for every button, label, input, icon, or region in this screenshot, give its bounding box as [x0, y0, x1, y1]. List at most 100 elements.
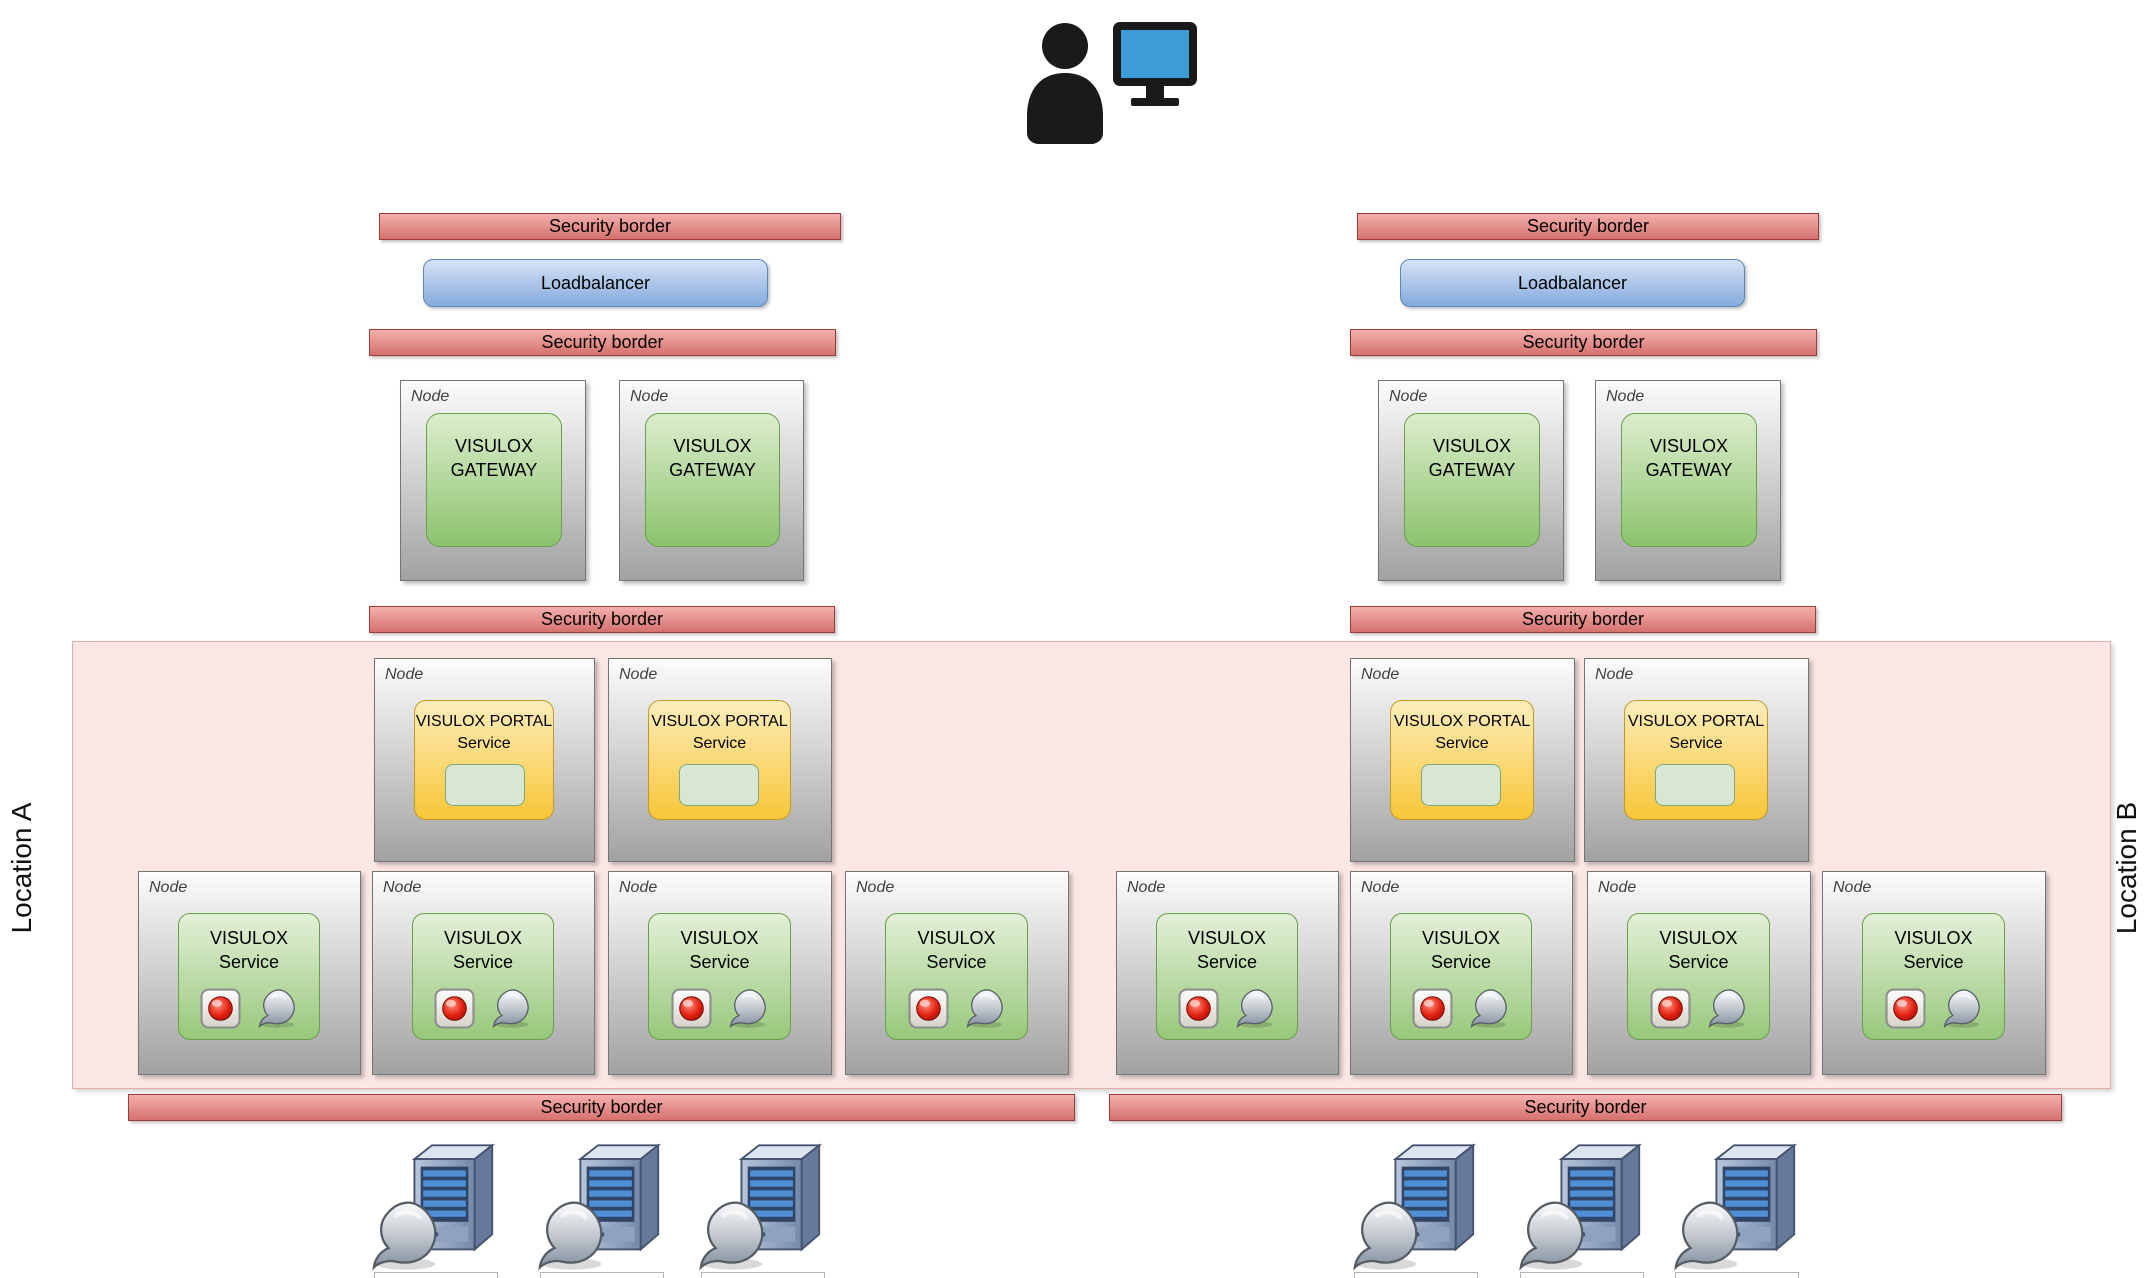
gateway-label: GATEWAY [450, 460, 538, 481]
service-icons [413, 988, 553, 1029]
security-border-label: Security border [540, 609, 664, 629]
service-icons [1863, 988, 2004, 1029]
record-button-icon [200, 988, 241, 1029]
portal-label: VISULOX PORTAL [415, 713, 553, 730]
node-portal: Node VISULOX PORTAL Service [374, 658, 595, 862]
gateway-label: VISULOX [1649, 436, 1729, 456]
service-label: Service [218, 952, 280, 973]
portal-inner-box [1421, 764, 1501, 806]
service-icons [1157, 988, 1297, 1029]
node-label: Node [383, 879, 422, 896]
security-border: Security border [1109, 1094, 2062, 1121]
record-button-icon [434, 988, 475, 1029]
visulox-service-box: VISULOX Service [412, 913, 554, 1040]
service-icons [886, 988, 1027, 1029]
record-button-icon [671, 988, 712, 1029]
node-label: Node [630, 388, 669, 405]
node-service: Node VISULOX Service [372, 871, 595, 1075]
portal-label: Service [1435, 734, 1489, 752]
visulox-portal-box: VISULOX PORTAL Service [1624, 700, 1768, 820]
security-border-label: Security border [1522, 332, 1645, 352]
visulox-service-box: VISULOX Service [885, 913, 1028, 1040]
loadbalancer-label: Loadbalancer [540, 272, 651, 293]
portal-label: VISULOX PORTAL [1627, 713, 1765, 730]
portal-inner-box [1655, 764, 1735, 806]
service-label: Service [1668, 952, 1729, 973]
cutoff-box [1520, 1272, 1644, 1278]
gateway-label: GATEWAY [669, 460, 756, 481]
visulox-gateway-box: VISULOX GATEWAY [645, 413, 780, 547]
server-icon [1350, 1139, 1481, 1277]
service-label: VISULOX [917, 928, 996, 948]
node-portal: Node VISULOX PORTAL Service [1350, 658, 1575, 862]
cutoff-box [1675, 1272, 1799, 1278]
security-border: Security border [369, 606, 835, 633]
node-gateway: Node VISULOX GATEWAY [619, 380, 804, 581]
claw-icon [965, 988, 1006, 1029]
gateway-label: VISULOX [454, 436, 534, 456]
server-icon [535, 1139, 666, 1277]
service-label: VISULOX [680, 928, 759, 948]
record-button-icon [1412, 988, 1453, 1029]
security-border: Security border [1350, 606, 1816, 633]
service-label: Service [1903, 952, 1964, 973]
record-button-icon [1650, 988, 1691, 1029]
node-label: Node [1833, 879, 1872, 896]
service-label: Service [452, 952, 514, 973]
portal-inner-box [679, 764, 759, 806]
security-border-label: Security border [1524, 1097, 1647, 1117]
node-label: Node [1389, 388, 1428, 405]
node-service: Node VISULOX Service [1587, 871, 1811, 1075]
node-label: Node [411, 388, 450, 405]
location-b-label: Location B [2105, 788, 2149, 948]
claw-icon [1942, 988, 1983, 1029]
visulox-service-box: VISULOX Service [1390, 913, 1532, 1040]
node-gateway: Node VISULOX GATEWAY [400, 380, 586, 581]
service-label: VISULOX [1187, 928, 1267, 948]
node-label: Node [1127, 879, 1166, 896]
cutoff-box [540, 1272, 664, 1278]
security-border: Security border [1350, 329, 1817, 356]
service-icons [649, 988, 790, 1029]
node-gateway: Node VISULOX GATEWAY [1595, 380, 1781, 581]
service-label: VISULOX [209, 928, 289, 948]
server-icon [369, 1139, 500, 1277]
node-label: Node [385, 666, 424, 683]
portal-label: Service [692, 734, 747, 752]
node-label: Node [1598, 879, 1637, 896]
service-label: VISULOX [1659, 928, 1738, 948]
security-border-label: Security border [541, 332, 664, 352]
service-label: Service [1196, 952, 1258, 973]
visulox-portal-box: VISULOX PORTAL Service [1390, 700, 1534, 820]
gateway-label: GATEWAY [1645, 460, 1733, 481]
node-portal: Node VISULOX PORTAL Service [1584, 658, 1809, 862]
security-border-label: Security border [540, 1097, 663, 1117]
loadbalancer: Loadbalancer [423, 259, 768, 307]
visulox-service-box: VISULOX Service [1862, 913, 2005, 1040]
claw-icon [1469, 988, 1510, 1029]
user-workstation-icon [1018, 16, 1203, 144]
server-icon [1671, 1139, 1802, 1277]
service-label: Service [926, 952, 987, 973]
service-icons [1391, 988, 1531, 1029]
location-a-label: Location A [0, 788, 44, 948]
node-label: Node [1595, 666, 1634, 683]
security-border: Security border [128, 1094, 1075, 1121]
service-label: Service [1430, 952, 1492, 973]
location-a-text: Location A [6, 802, 37, 934]
gateway-label: VISULOX [673, 436, 752, 456]
security-border-label: Security border [1526, 216, 1650, 236]
cutoff-box [1354, 1272, 1478, 1278]
node-service: Node VISULOX Service [1822, 871, 2046, 1075]
claw-icon [728, 988, 769, 1029]
claw-icon [491, 988, 532, 1029]
visulox-portal-box: VISULOX PORTAL Service [648, 700, 791, 820]
loadbalancer-label: Loadbalancer [1517, 272, 1628, 293]
record-button-icon [908, 988, 949, 1029]
node-service: Node VISULOX Service [1116, 871, 1339, 1075]
visulox-service-box: VISULOX Service [1156, 913, 1298, 1040]
portal-label: VISULOX PORTAL [1393, 713, 1531, 730]
portal-inner-box [445, 764, 525, 806]
node-portal: Node VISULOX PORTAL Service [608, 658, 832, 862]
